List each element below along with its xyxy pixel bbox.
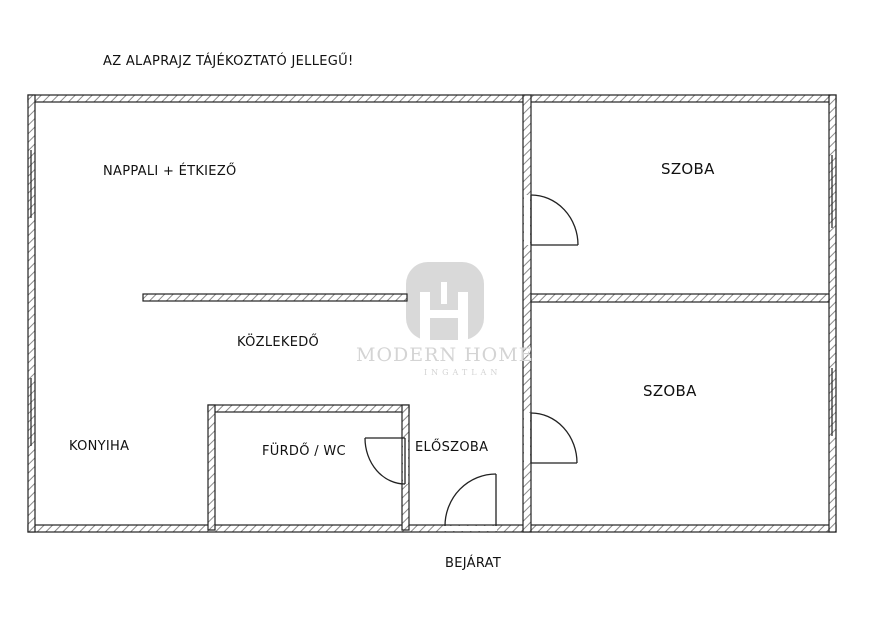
outer-walls	[27, 94, 837, 533]
room-label-bedroom-top: SZOBA	[661, 160, 715, 178]
interior-walls	[142, 94, 830, 533]
windows	[30, 150, 833, 446]
entrance-label: BEJÁRAT	[445, 556, 502, 571]
room-label-living: NAPPALI + ÉTKIEZŐ	[103, 164, 237, 179]
room-label-kitchen: KONYIHA	[69, 439, 130, 454]
room-label-bedroom-bottom: SZOBA	[643, 382, 697, 400]
watermark-brand: MODERN HOME	[356, 344, 534, 366]
room-label-bathroom: FÜRDŐ / WC	[262, 444, 346, 459]
door-bedroom-top	[530, 194, 579, 246]
door-bathroom	[364, 437, 406, 485]
disclaimer-title: AZ ALAPRAJZ TÁJÉKOZTATÓ JELLEGŰ!	[103, 54, 354, 69]
room-label-corridor: KÖZLEKEDŐ	[237, 335, 320, 350]
door-bedroom-bottom	[530, 412, 578, 464]
door-entrance	[444, 473, 497, 527]
room-label-hall: ELŐSZOBA	[415, 440, 489, 455]
watermark-sub: INGATLAN	[424, 368, 502, 377]
watermark-logo	[406, 262, 484, 340]
